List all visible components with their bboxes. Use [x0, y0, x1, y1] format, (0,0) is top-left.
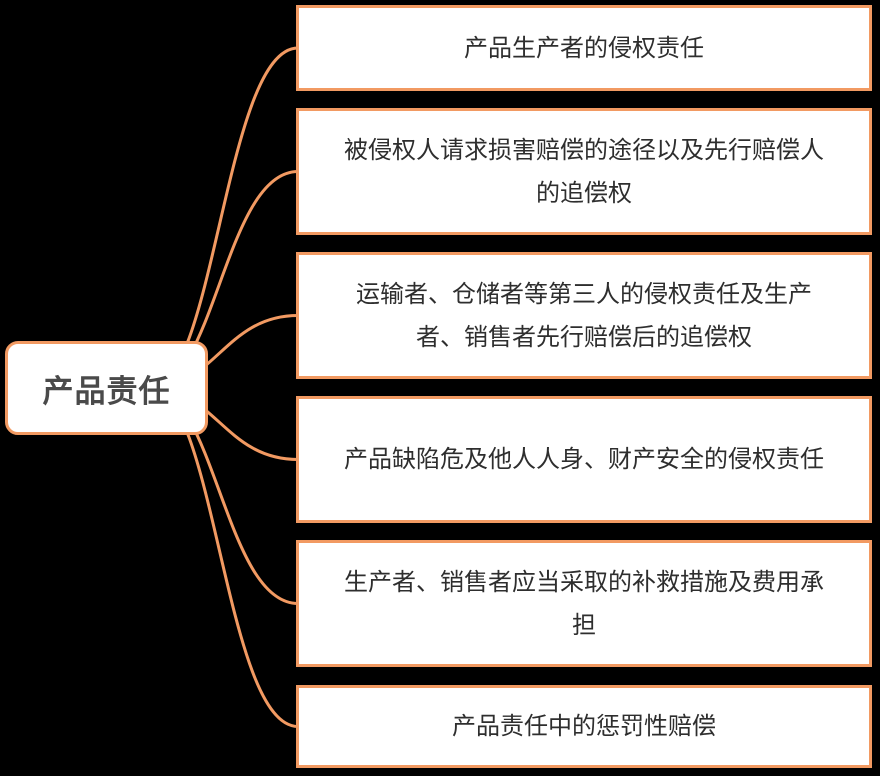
root-label: 产品责任 [42, 373, 171, 410]
branch-label: 运输者、仓储者等第三人的侵权责任及生产者、销售者先行赔偿后的追偿权 [356, 279, 812, 351]
branch-node[interactable]: 生产者、销售者应当采取的补救措施及费用承担 [296, 540, 872, 667]
root-node[interactable]: 产品责任 [5, 341, 208, 435]
branch-label: 产品生产者的侵权责任 [464, 33, 704, 62]
connector-line [149, 46, 299, 390]
branch-label: 生产者、销售者应当采取的补救措施及费用承担 [344, 567, 824, 639]
branch-node[interactable]: 产品生产者的侵权责任 [296, 5, 872, 91]
branch-label: 产品责任中的惩罚性赔偿 [452, 712, 716, 740]
branch-node[interactable]: 运输者、仓储者等第三人的侵权责任及生产者、销售者先行赔偿后的追偿权 [296, 252, 872, 379]
branch-node[interactable]: 被侵权人请求损害赔偿的途径以及先行赔偿人的追偿权 [296, 108, 872, 235]
branch-label: 产品缺陷危及他人人身、财产安全的侵权责任 [344, 445, 824, 473]
branch-node[interactable]: 产品缺陷危及他人人身、财产安全的侵权责任 [296, 396, 872, 523]
branch-label: 被侵权人请求损害赔偿的途径以及先行赔偿人的追偿权 [344, 135, 824, 207]
branch-node[interactable]: 产品责任中的惩罚性赔偿 [296, 685, 872, 768]
connector-line [149, 386, 299, 728]
